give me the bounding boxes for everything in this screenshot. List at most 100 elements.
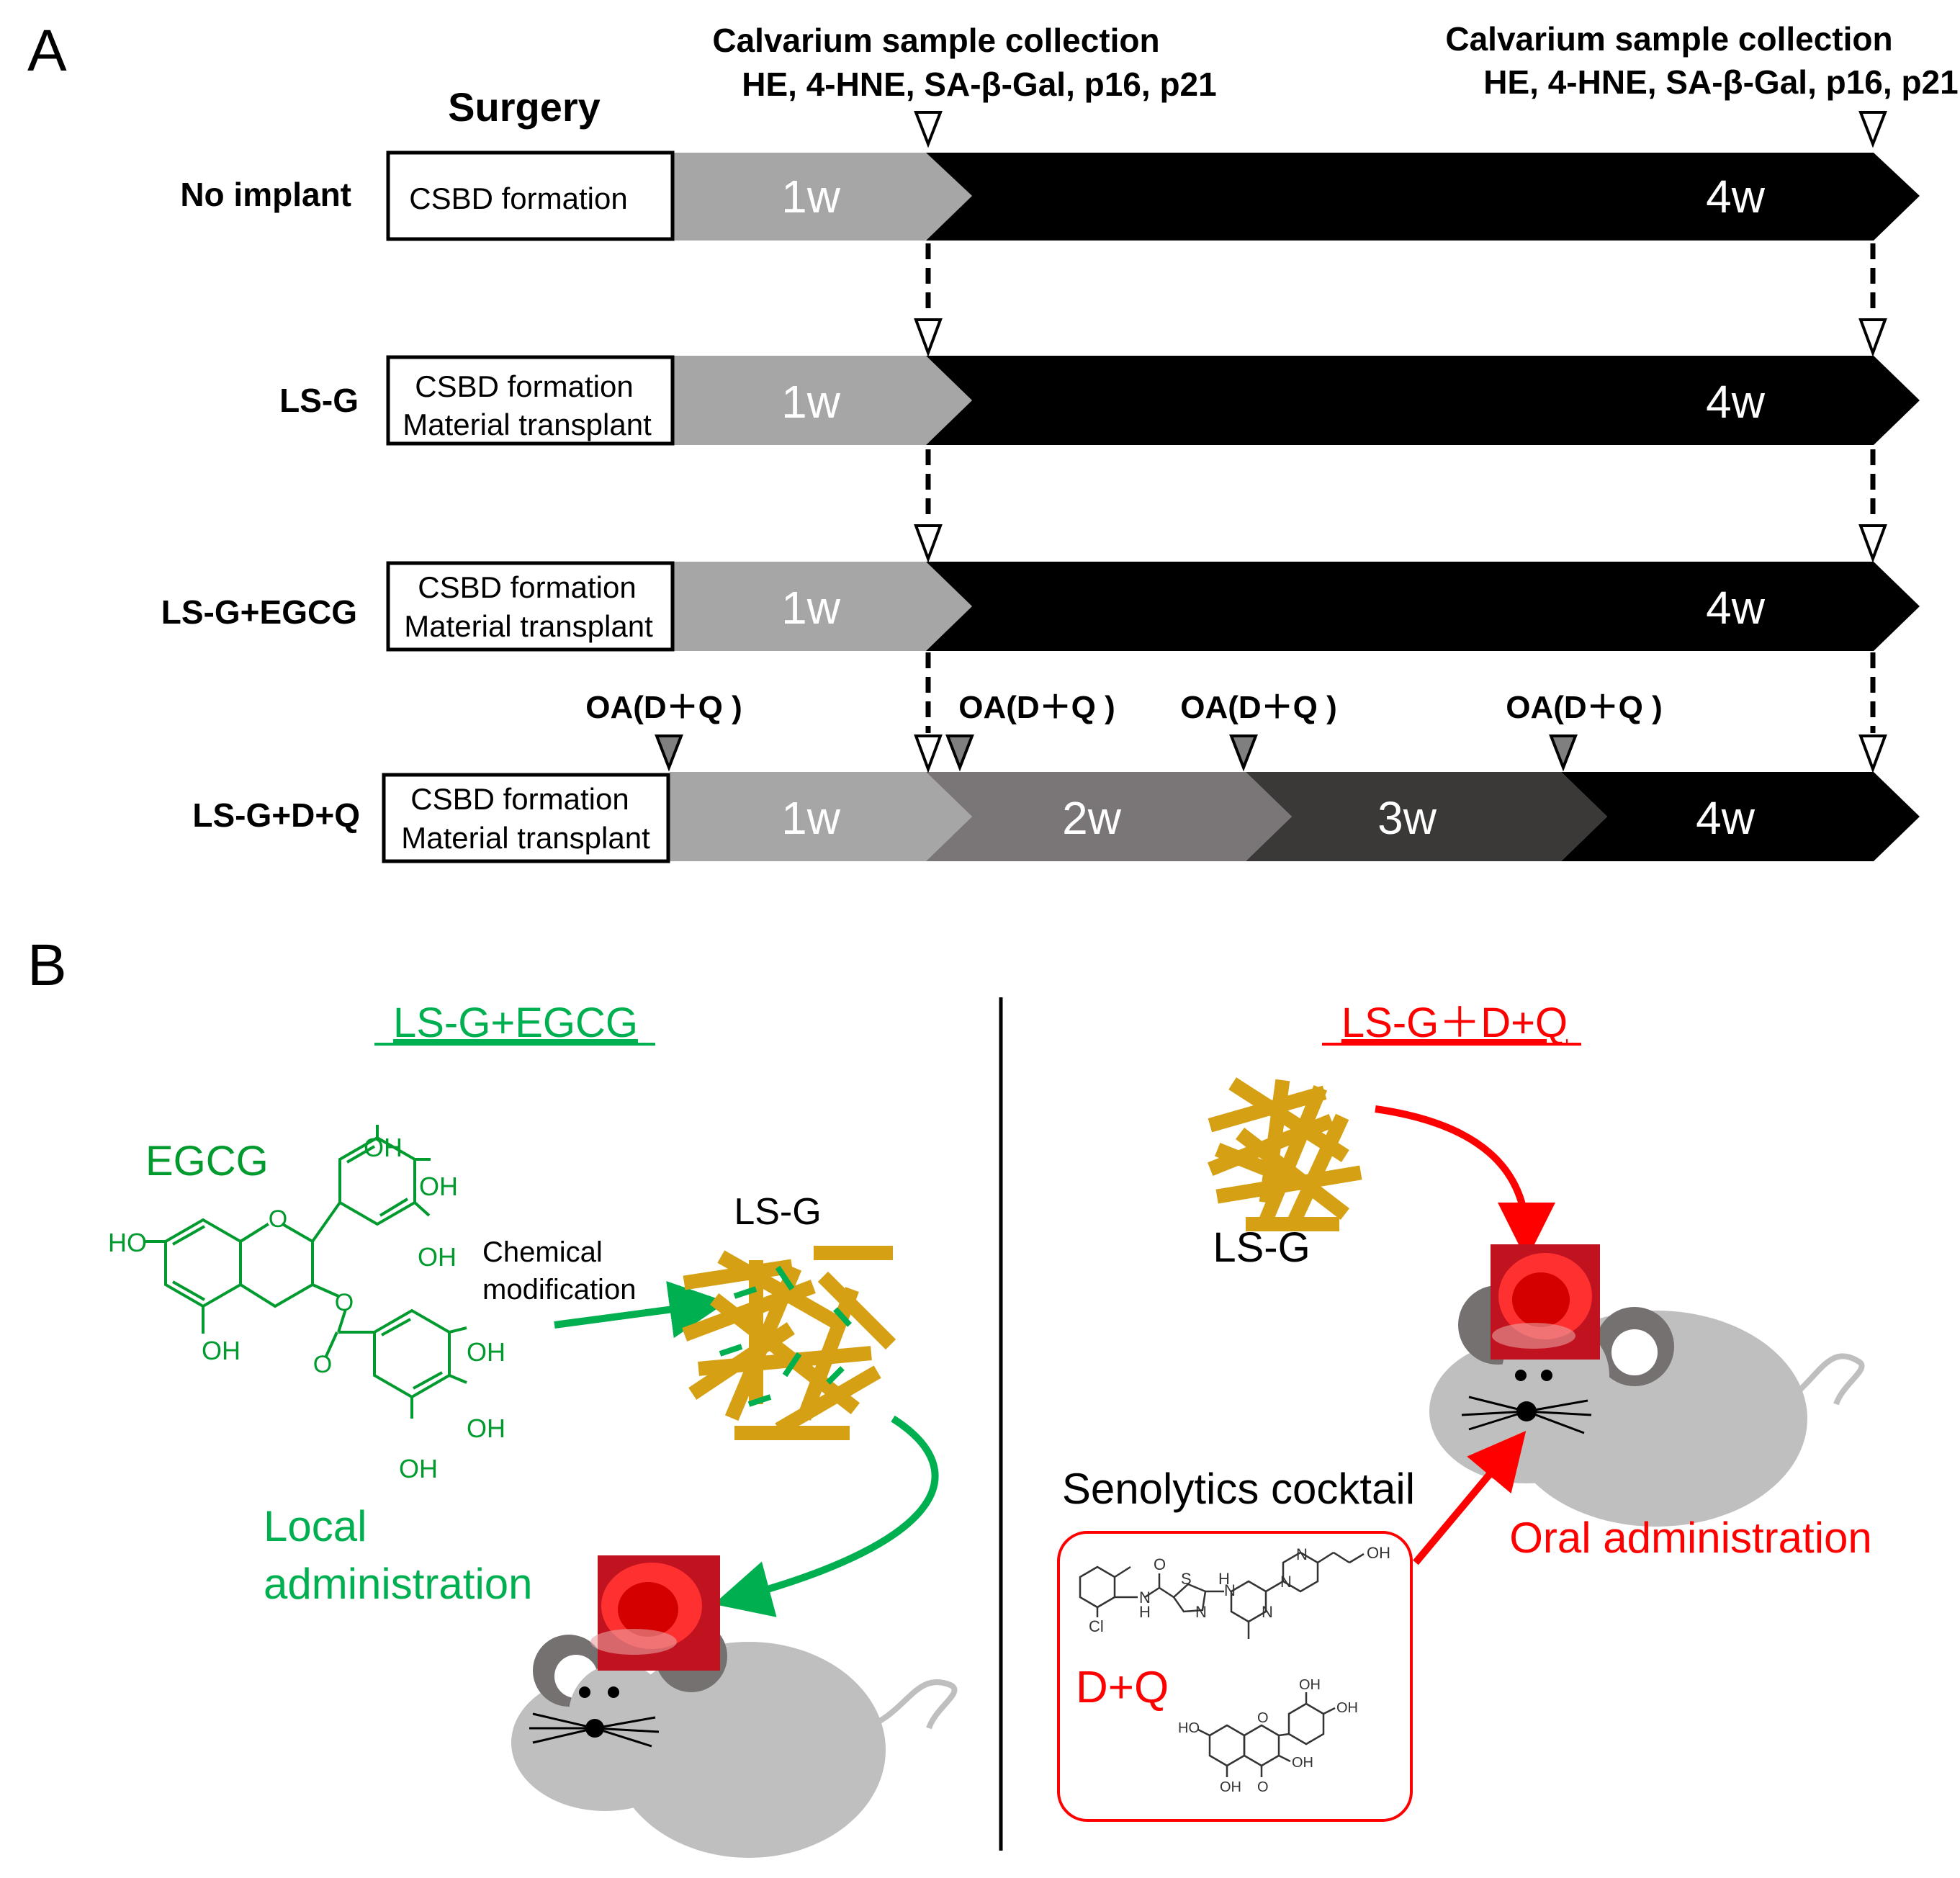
week1-segment [674,356,972,445]
group-name: LS-G [279,382,359,419]
segment-label-1w: 1w [781,582,841,634]
oa-marker-icon [1549,734,1578,772]
segment-label-1w: 1w [781,792,841,844]
egcg-compound-name: EGCG [145,1138,269,1185]
ring-oxygen-gap [267,1212,283,1228]
atom-n: N [1280,1573,1292,1591]
local-administration-label-line-1: Local [264,1502,367,1550]
ring-oxygen-atom: O [269,1205,287,1233]
egcg-scheme-title: LS-G+EGCG [393,999,638,1046]
week4-segment [926,356,1920,445]
quercetin-structure [1197,1692,1336,1777]
panel-b-letter: B [27,933,67,998]
atom-oh: OH [1220,1779,1241,1795]
carbonyl-oxygen-gap [317,1357,331,1371]
surgery-box-line: CSBD formation [409,181,627,215]
ls-g-label: LS-G [1213,1224,1310,1271]
dashed-connectors [925,243,1876,733]
week3-segment [1246,772,1607,861]
collection-marker-icon [914,111,943,148]
segment-label-4w: 4w [1706,171,1766,223]
group-name: LS-G+D+Q [192,796,360,834]
oa-label: OA(D＋Q ) [1180,690,1337,725]
segment-label-4w: 4w [1706,582,1766,634]
atom-n: N [1139,1589,1151,1607]
group-row-ls-g-d-q: LS-G+D+Q CSBD formation Material transpl… [192,772,1920,863]
atom-h: H [1139,1603,1151,1621]
surgery-box [386,150,675,241]
dq-label: D+Q [1076,1663,1169,1712]
segment-label-1w: 1w [781,376,841,428]
atom-cl: Cl [1089,1617,1104,1635]
oa-label: OA(D＋Q ) [958,690,1115,725]
atom-oh: OH [202,1336,240,1365]
dq-scheme: LS-G＋D+Q LS-G [1057,999,1872,1822]
group-row-ls-g-egcg: LS-G+EGCG CSBD formation Material transp… [161,561,1920,652]
group-name: LS-G+EGCG [161,593,357,631]
dq-scheme-title: LS-G＋D+Q [1341,999,1568,1046]
oa-marker-icon [945,734,974,772]
week4-segment [1561,772,1920,861]
collection-marker-icon [1858,318,1887,357]
group-name: No implant [180,176,351,213]
ester-oxygen-atom: O [335,1289,354,1316]
week2-segment [926,772,1292,861]
collection-marker-icon [914,318,943,357]
atom-oh: OH [419,1172,458,1201]
atom-n: N [1262,1603,1273,1621]
oral-administration-arrow [1413,1431,1527,1565]
dasatinib-structure [1079,1551,1365,1639]
quercetin-atom-labels: OH OH HO OH OH O O [1178,1677,1358,1795]
oa-label: OA(D＋Q ) [585,690,742,725]
atom-oh: OH [1292,1755,1313,1771]
surgery-box-line-2: Material transplant [401,821,650,855]
mouse-left-icon [511,1555,958,1858]
surgery-box-line-1: CSBD formation [418,570,636,604]
atom-n: N [1296,1545,1308,1563]
collection-early-assays: HE, 4-HNE, SA-β-Gal, p16, p21 [742,66,1216,103]
ls-g-label: LS-G [734,1191,821,1233]
chemical-modification-label-line-1: Chemical [482,1236,603,1268]
collection-late-assays: HE, 4-HNE, SA-β-Gal, p16, p21 [1483,63,1958,101]
collection-marker-icon [914,734,943,773]
atom-oh: OH [399,1454,438,1483]
atom-ho: HO [108,1228,147,1257]
segment-label-1w: 1w [781,171,841,223]
collection-marker-icon [914,524,943,563]
atom-oh: OH [364,1133,403,1162]
ls-g-material-icon [1208,1077,1362,1231]
surgery-box [386,355,675,446]
group-row-no-implant: No implant CSBD formation 1w 4w [180,150,1920,241]
atom-n: N [1195,1603,1207,1621]
surgery-box-line-2: Material transplant [404,609,653,643]
atom-oh: OH [467,1414,505,1443]
collection-late-annotation: Calvarium sample collection HE, 4-HNE, S… [1445,20,1958,101]
oa-markers: OA(D＋Q ) OA(D＋Q ) OA(D＋Q ) OA(D＋Q ) [585,690,1663,772]
surgery-box [382,773,670,863]
atom-oh: OH [1299,1677,1321,1693]
oa-marker-icon [655,734,683,772]
surgery-label: Surgery [448,84,601,130]
carbonyl-oxygen-atom: O [313,1351,332,1378]
atom-h: H [1218,1570,1230,1588]
segment-label-4w: 4w [1696,792,1756,844]
chemical-modification-label-line-2: modification [482,1274,636,1306]
group-row-ls-g: LS-G CSBD formation Material transplant … [279,355,1920,446]
atom-o: O [1154,1555,1166,1573]
atom-oh: OH [467,1337,505,1367]
chemical-modification-arrow [554,1280,727,1339]
egcg-modification-marks [719,1265,852,1407]
atom-n: N [1224,1581,1236,1599]
atom-o: O [1257,1710,1269,1726]
implant-arrow [1375,1105,1555,1260]
egcg-scheme: LS-G+EGCG EGCG [108,999,958,1858]
week1-segment [674,153,972,241]
oa-marker-icon [1229,734,1258,772]
week4-segment [926,153,1920,241]
atom-ho: HO [1178,1720,1200,1736]
segment-label-3w: 3w [1377,792,1437,844]
senolytics-cocktail-label: Senolytics cocktail [1062,1465,1415,1513]
collection-marker-icon [1858,111,1887,148]
collection-early-annotation: Calvarium sample collection HE, 4-HNE, S… [712,22,1216,103]
